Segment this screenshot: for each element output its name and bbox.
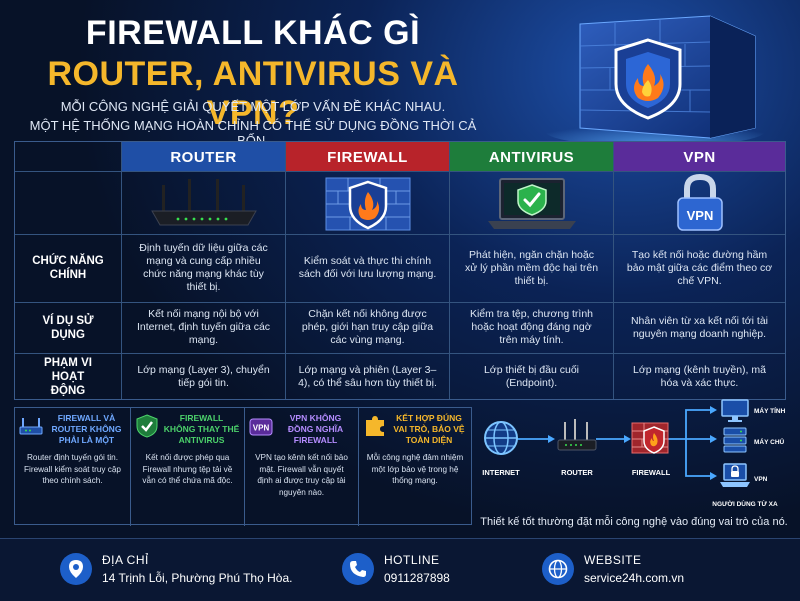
footer-website-label: WEBSITE [584, 553, 642, 567]
firewall-wall-shield-icon [545, 15, 765, 144]
row-label-main-function: CHỨC NĂNG CHÍNH [32, 255, 104, 281]
footer-address-label: ĐỊA CHỈ [102, 553, 149, 567]
network-diagram: INTERNET ROUTER FIREWALL MÁY TÍNH MÁY CH… [476, 398, 790, 530]
note-card: KẾT HỢP ĐÚNG VAI TRÒ, BẢO VỆ TOÀN DIỆN M… [359, 408, 471, 526]
note-card: VPN VPN KHÔNG ĐỒNG NGHĨA FIREWALL VPN tạ… [245, 408, 359, 526]
row-label-scope: PHẠM VI HOẠT ĐỘNG [44, 356, 92, 397]
diagram-label-computer: MÁY TÍNH [754, 408, 786, 415]
svg-text:VPN: VPN [253, 424, 270, 433]
note-body: Kết nối được phép qua Firewall nhưng tệp… [142, 453, 233, 485]
vpn-badge-icon: VPN [249, 418, 273, 436]
footer-hotline[interactable]: HOTLINE 0911287898 [342, 547, 502, 593]
diagram-label-remote-user: NGƯỜI DÙNG TỪ XA [712, 501, 778, 508]
cell-vpn-usage: Nhân viên từ xa kết nối tới tài nguyên m… [630, 314, 769, 340]
note-card: FIREWALL VÀ ROUTER KHÔNG PHẢI LÀ MỘT Rou… [15, 408, 131, 526]
router-icon [557, 419, 597, 451]
column-header-router [122, 142, 285, 171]
column-label-firewall: FIREWALL [327, 149, 408, 166]
comparison-table: ROUTER FIREWALL ANTIVIRUS VPN [14, 141, 786, 400]
padlock-vpn-icon: VPN [614, 174, 785, 232]
footer-website[interactable]: WEBSITE service24h.com.vn [542, 547, 742, 593]
note-title: KẾT HỢP ĐÚNG VAI TRÒ, BẢO VỆ TOÀN DIỆN [393, 413, 465, 445]
note-body: Mỗi công nghệ đảm nhiệm một lớp bảo vệ t… [366, 453, 464, 485]
note-card: FIREWALL KHÔNG THAY THẾ ANTIVIRUS Kết nố… [131, 408, 245, 526]
footer-website-value[interactable]: service24h.com.vn [584, 571, 685, 585]
server-icon [723, 427, 747, 453]
diagram-label-server: MÁY CHỦ [754, 439, 785, 446]
column-label-antivirus: ANTIVIRUS [488, 149, 575, 166]
cell-firewall-function: Kiểm soát và thực thi chính sách đối với… [298, 255, 437, 280]
cell-vpn-function: Tạo kết nối hoặc đường hầm bảo mật giữa … [626, 248, 773, 287]
page-title-highlight: ROUTER, ANTIVIRUS VÀ VPN? [47, 55, 459, 132]
router-icon [122, 174, 285, 232]
firewall-icon [631, 422, 669, 454]
cell-router-scope: Lớp mạng (Layer 3), chuyển tiếp gói tin. [137, 363, 270, 389]
column-header-antivirus [450, 142, 613, 171]
column-header-vpn [614, 142, 785, 171]
computer-icon [721, 399, 749, 422]
cell-antivirus-function: Phát hiện, ngăn chặn hoặc xử lý phần mềm… [464, 248, 599, 287]
column-label-router: ROUTER [170, 149, 237, 166]
location-pin-icon [60, 553, 92, 585]
note-title: FIREWALL KHÔNG THAY THẾ ANTIVIRUS [163, 413, 240, 445]
cell-vpn-scope: Lớp mạng (kênh truyền), mã hóa và xác th… [633, 363, 766, 389]
footer-address-value: 14 Trịnh Lỗi, Phường Phú Thọ Hòa. [102, 571, 293, 585]
diagram-label-internet: INTERNET [482, 468, 520, 477]
diagram-label-firewall: FIREWALL [631, 468, 671, 477]
globe-icon [484, 421, 518, 455]
column-label-vpn: VPN [683, 149, 716, 166]
note-title: VPN KHÔNG ĐỒNG NGHĨA FIREWALL [287, 413, 344, 445]
footer-address: ĐỊA CHỈ 14 Trịnh Lỗi, Phường Phú Thọ Hòa… [60, 547, 320, 593]
footer: ĐỊA CHỈ 14 Trịnh Lỗi, Phường Phú Thọ Hòa… [0, 538, 800, 601]
note-body: VPN tạo kênh kết nối bảo mật. Firewall v… [255, 453, 348, 497]
laptop-check-shield-icon [450, 174, 613, 232]
subtitle: MỖI CÔNG NGHỆ GIẢI QUYẾT MỘT LỚP VẤN ĐỀ … [60, 99, 446, 114]
footer-hotline-value[interactable]: 0911287898 [384, 571, 450, 585]
page-title: FIREWALL KHÁC GÌ [85, 14, 421, 52]
laptop-lock-icon [720, 463, 750, 487]
cell-antivirus-usage: Kiểm tra tệp, chương trình hoặc hoạt độn… [469, 308, 594, 346]
check-shield-icon [136, 414, 158, 438]
cell-firewall-scope: Lớp mạng và phiên (Layer 3–4), có thể sâ… [298, 363, 437, 389]
phone-icon [342, 553, 374, 585]
note-body: Router định tuyến gói tin. Firewall kiểm… [24, 453, 121, 485]
notes-panel: FIREWALL VÀ ROUTER KHÔNG PHẢI LÀ MỘT Rou… [14, 407, 472, 526]
puzzle-icon [366, 416, 384, 436]
globe-icon [542, 553, 574, 585]
cell-router-usage: Kết nối mạng nội bộ với Internet, định t… [136, 308, 271, 346]
svg-text:VPN: VPN [686, 208, 713, 223]
cell-antivirus-scope: Lớp thiết bị đầu cuối (Endpoint). [483, 363, 580, 389]
column-header-firewall [286, 142, 449, 171]
firewall-shield-icon [286, 174, 449, 232]
note-title: FIREWALL VÀ ROUTER KHÔNG PHẢI LÀ MỘT [51, 413, 122, 445]
footer-hotline-label: HOTLINE [384, 553, 440, 567]
diagram-label-vpn: VPN [754, 476, 768, 483]
cell-firewall-usage: Chặn kết nối không được phép, giới hạn t… [301, 308, 434, 346]
diagram-caption: Thiết kế tốt thường đặt mỗi công nghệ và… [480, 516, 788, 528]
diagram-label-router: ROUTER [561, 468, 593, 477]
router-small-icon [19, 418, 43, 435]
row-label-use-case: VÍ DỤ SỬ DỤNG [42, 314, 94, 341]
cell-router-function: Định tuyến dữ liệu giữa các mạng và cung… [139, 242, 268, 293]
